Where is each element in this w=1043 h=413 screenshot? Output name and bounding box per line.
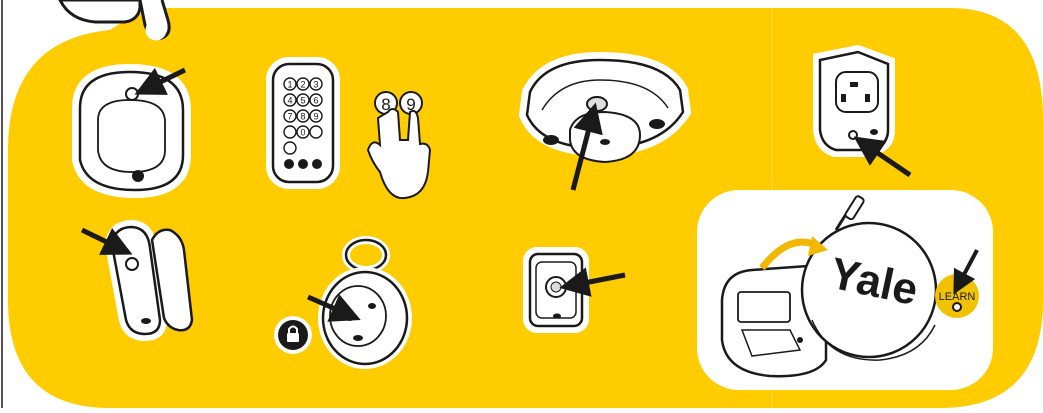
keypad-function-key (284, 159, 294, 169)
learn-label: LEARN (939, 291, 976, 303)
keypad-key (310, 126, 322, 138)
panic-learn-button (551, 282, 561, 292)
pir-learn-button (126, 88, 138, 100)
yale-badge-icon (600, 139, 610, 145)
keypad-key-label: 5 (300, 96, 305, 106)
keypad-key-label: 7 (287, 112, 292, 122)
keypad-key (284, 126, 296, 138)
smoke-test-button (587, 97, 607, 111)
keypad-key (284, 142, 296, 154)
keypad-key-label: 8 (300, 112, 305, 122)
keypad-key-label: 6 (313, 96, 318, 106)
keypad-key-label: 4 (287, 96, 292, 106)
keypad-key-label: 0 (300, 128, 305, 138)
plug-learn-button (849, 131, 857, 139)
battery-pack (738, 292, 790, 322)
pir-motion-detector (78, 70, 185, 192)
keypad-function-key (298, 159, 308, 169)
keypad-key-label: 9 (313, 112, 318, 122)
yale-badge-icon (132, 170, 144, 182)
contact-learn-button (126, 258, 138, 270)
keypad-key-label: 1 (287, 80, 292, 90)
yale-badge-icon (553, 314, 561, 319)
keypad-function-key (312, 159, 322, 169)
keypad-key-label: 3 (313, 80, 318, 90)
yale-badge-icon (353, 335, 363, 341)
siren-panel: Yale LEARN (697, 190, 993, 390)
keypad-key-label: 2 (300, 80, 305, 90)
yale-badge-icon (141, 318, 151, 324)
learn-button (953, 303, 961, 311)
